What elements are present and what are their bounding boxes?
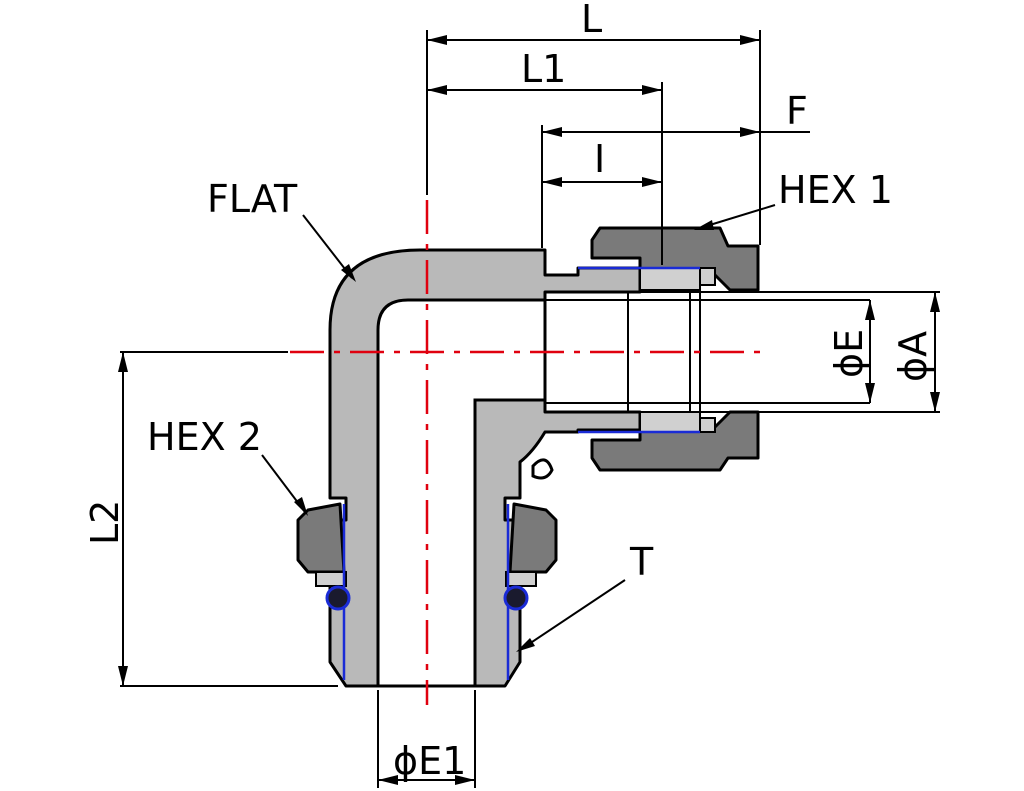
label-l2: L2: [83, 500, 127, 545]
tube-stub: [545, 291, 940, 413]
labels: L L1 F I FLAT HEX 1 HEX 2 T ϕE1 L2 ϕE ϕA: [83, 0, 935, 783]
hex2-nut: [296, 502, 558, 680]
label-e1: ϕE1: [393, 739, 466, 783]
dimension-lines: [118, 30, 940, 788]
label-t: T: [629, 540, 654, 584]
label-L1: L1: [521, 47, 566, 91]
label-e: ϕE: [827, 329, 871, 378]
label-L: L: [581, 0, 602, 41]
label-flat: FLAT: [207, 177, 298, 221]
fitting-body: [328, 248, 642, 688]
hex1-nut: [578, 226, 760, 472]
label-I: I: [594, 137, 605, 181]
centerlines: [290, 200, 760, 705]
label-hex1: HEX 1: [778, 168, 893, 212]
label-a: ϕA: [891, 331, 935, 382]
label-F: F: [786, 89, 808, 133]
label-hex2: HEX 2: [147, 415, 262, 459]
oring-right: [503, 585, 529, 611]
oring-left: [325, 585, 351, 611]
